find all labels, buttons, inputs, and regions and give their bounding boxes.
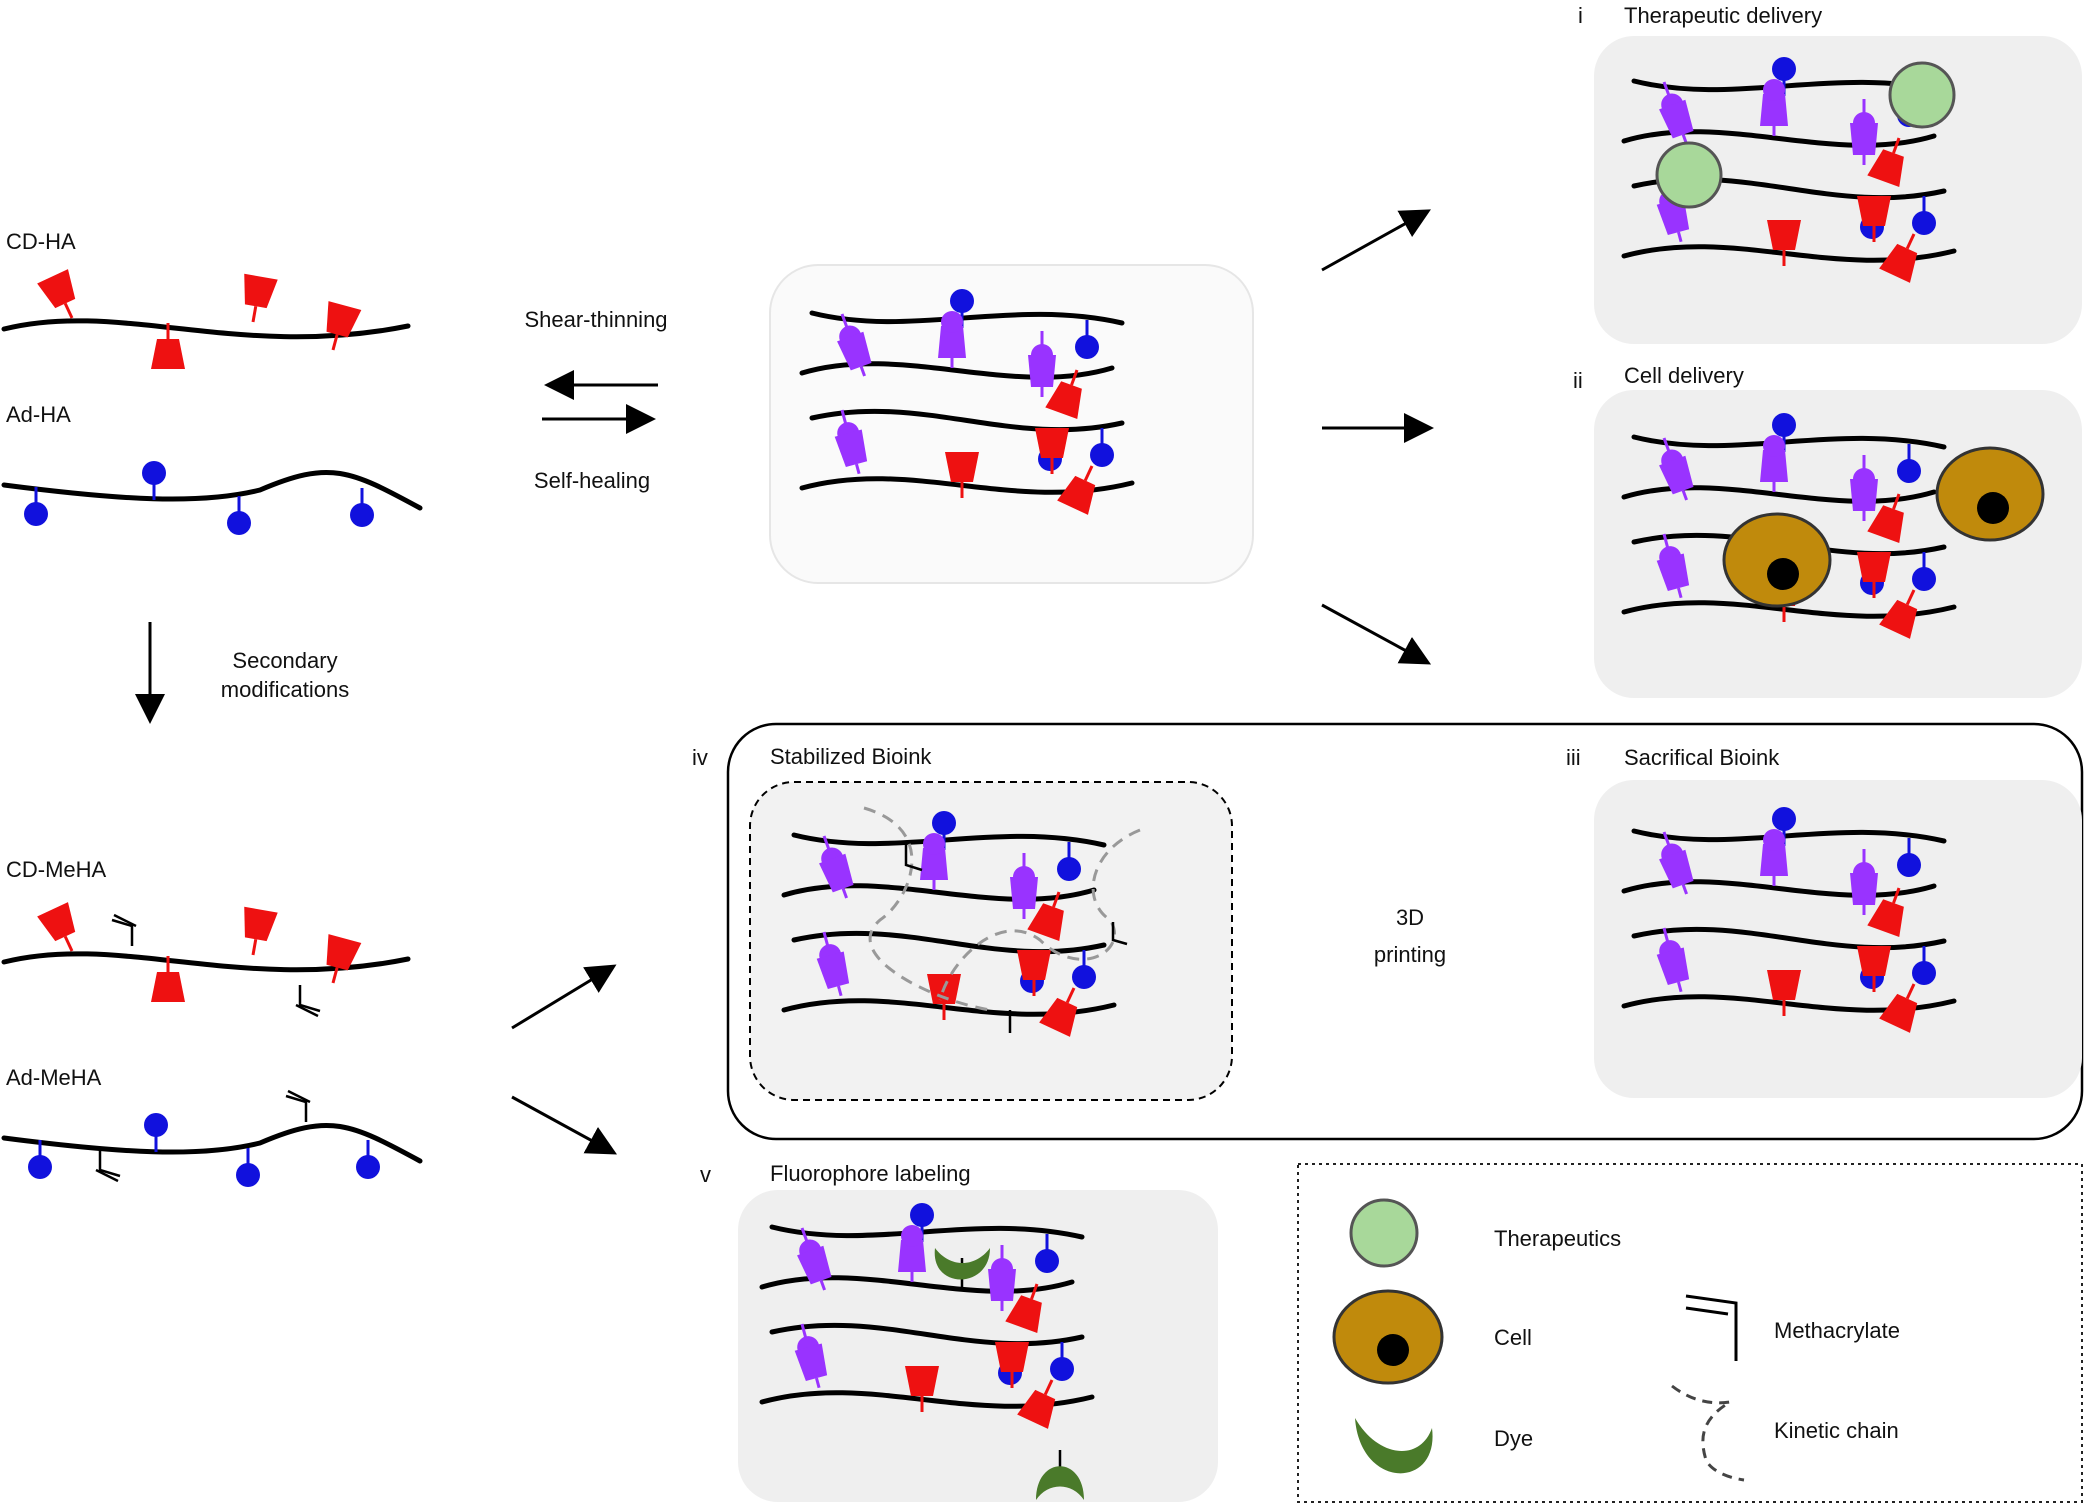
equilibrium-arrows: [542, 370, 658, 434]
panel-i-box: [1594, 36, 2082, 344]
shear-thinning-label: Shear-thinning: [524, 307, 667, 332]
ad-meha-polymer: [1, 1089, 423, 1189]
self-healing-label: Self-healing: [534, 468, 650, 493]
printing-label-line2: printing: [1374, 942, 1446, 967]
therapeutic-particle: [1655, 141, 1723, 209]
kinetic-chain-legend-icon: [1671, 1384, 1745, 1482]
dye-label: [1036, 1450, 1084, 1500]
ad-meha-label: Ad-MeHA: [6, 1065, 102, 1090]
arrow-to-stabilized: [511, 964, 617, 1030]
secondary-label-line2: modifications: [221, 677, 349, 702]
kinetic-chains: [863, 806, 1141, 1012]
cell-legend-icon: [1332, 1289, 1444, 1385]
legend-dye-label: Dye: [1494, 1426, 1533, 1451]
dye-label: [934, 1248, 990, 1290]
secondary-label-line1: Secondary: [232, 648, 337, 673]
arrow-to-fluorophore: [511, 1095, 618, 1155]
legend-cell-label: Cell: [1494, 1325, 1532, 1350]
cd-meha-polymer: [1, 900, 411, 1018]
cd-ha-polymer: [1, 267, 411, 371]
therapeutic-particle: [1888, 61, 1956, 129]
cell: [1935, 446, 2045, 542]
cd-meha-label: CD-MeHA: [6, 857, 107, 882]
panel-iii-box: [1594, 780, 2082, 1098]
panel-iv-title: Stabilized Bioink: [770, 744, 932, 769]
panel-iv-box: [749, 781, 1233, 1101]
panel-v-title: Fluorophore labeling: [770, 1161, 971, 1186]
legend-therapeutics-label: Therapeutics: [1494, 1226, 1621, 1251]
panel-iii-numeral: iii: [1566, 745, 1581, 770]
legend-kinetic-chain-label: Kinetic chain: [1774, 1418, 1899, 1443]
legend-box: [1297, 1163, 2083, 1503]
dye-legend-icon: [1355, 1418, 1433, 1474]
panel-ii-numeral: ii: [1573, 368, 1583, 393]
panel-v-numeral: v: [700, 1162, 711, 1187]
methacrylate-crosslinks: [904, 842, 1128, 1033]
printing-label-line1: 3D: [1396, 905, 1424, 930]
arrow-to-therapeutic: [1321, 209, 1431, 272]
cell: [1722, 512, 1832, 608]
panel-i-title: Therapeutic delivery: [1624, 3, 1822, 28]
panel-v-box: [738, 1190, 1218, 1502]
legend-methacrylate-label: Methacrylate: [1774, 1318, 1900, 1343]
ad-ha-polymer: [1, 459, 423, 537]
therapeutics-legend-icon: [1349, 1198, 1419, 1268]
panel-iv-numeral: iv: [692, 745, 708, 770]
panel-ii-title: Cell delivery: [1624, 363, 1744, 388]
panel-iii-title: Sacrifical Bioink: [1624, 745, 1780, 770]
arrow-to-bioink: [1321, 603, 1432, 665]
panel-i-numeral: i: [1578, 3, 1583, 28]
methacrylate-legend-icon: [1685, 1294, 1738, 1361]
cd-ha-label: CD-HA: [6, 229, 76, 254]
ad-ha-label: Ad-HA: [6, 402, 71, 427]
